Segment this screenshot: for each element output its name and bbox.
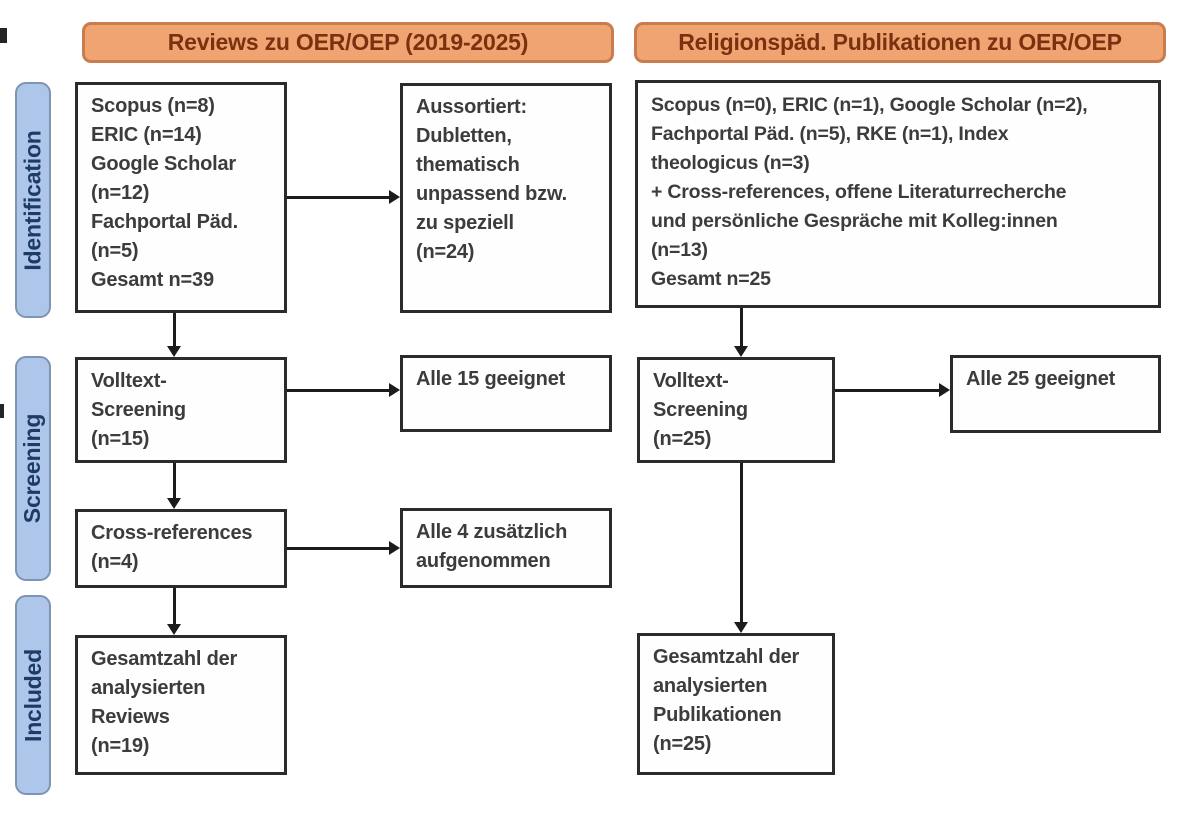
box-right-included: Gesamtzahl der analysierten Publikatione… bbox=[637, 633, 835, 775]
column-header-religionspaed: Religionspäd. Publikationen zu OER/OEP bbox=[634, 22, 1166, 63]
scan-artifact-left-middle bbox=[0, 404, 4, 418]
arrow-right-fulltext-to-included bbox=[734, 463, 748, 633]
arrow-right-sources-to-fulltext bbox=[734, 308, 748, 357]
box-left-fulltext-result: Alle 15 geeignet bbox=[400, 355, 612, 432]
column-header-reviews: Reviews zu OER/OEP (2019-2025) bbox=[82, 22, 614, 63]
stage-included-label: Included bbox=[19, 648, 46, 742]
box-left-crossref-result: Alle 4 zusätzlich aufgenommen bbox=[400, 508, 612, 588]
arrow-left-sources-to-excluded bbox=[287, 190, 400, 204]
box-left-excluded: Aussortiert: Dubletten, thematisch unpas… bbox=[400, 83, 612, 313]
stage-identification: Identification bbox=[15, 82, 51, 318]
box-left-fulltext-screening: Volltext- Screening (n=15) bbox=[75, 357, 287, 463]
box-left-included: Gesamtzahl der analysierten Reviews (n=1… bbox=[75, 635, 287, 775]
stage-screening: Screening bbox=[15, 356, 51, 581]
arrow-left-crossref-to-included bbox=[167, 588, 181, 635]
box-right-sources: Scopus (n=0), ERIC (n=1), Google Scholar… bbox=[635, 80, 1161, 308]
arrow-right-fulltext-to-result bbox=[835, 383, 950, 397]
arrow-left-sources-to-fulltext bbox=[167, 313, 181, 357]
box-right-fulltext-screening: Volltext- Screening (n=25) bbox=[637, 357, 835, 463]
stage-identification-label: Identification bbox=[19, 129, 46, 271]
box-left-crossreferences: Cross-references (n=4) bbox=[75, 509, 287, 588]
box-left-sources: Scopus (n=8) ERIC (n=14) Google Scholar … bbox=[75, 82, 287, 313]
arrow-left-fulltext-to-crossref bbox=[167, 463, 181, 509]
box-right-fulltext-result: Alle 25 geeignet bbox=[950, 355, 1161, 433]
stage-included: Included bbox=[15, 595, 51, 795]
stage-screening-label: Screening bbox=[19, 413, 46, 524]
arrow-left-crossref-to-result bbox=[287, 541, 400, 555]
arrow-left-fulltext-to-result bbox=[287, 383, 400, 397]
scan-artifact-top-left bbox=[0, 28, 7, 43]
